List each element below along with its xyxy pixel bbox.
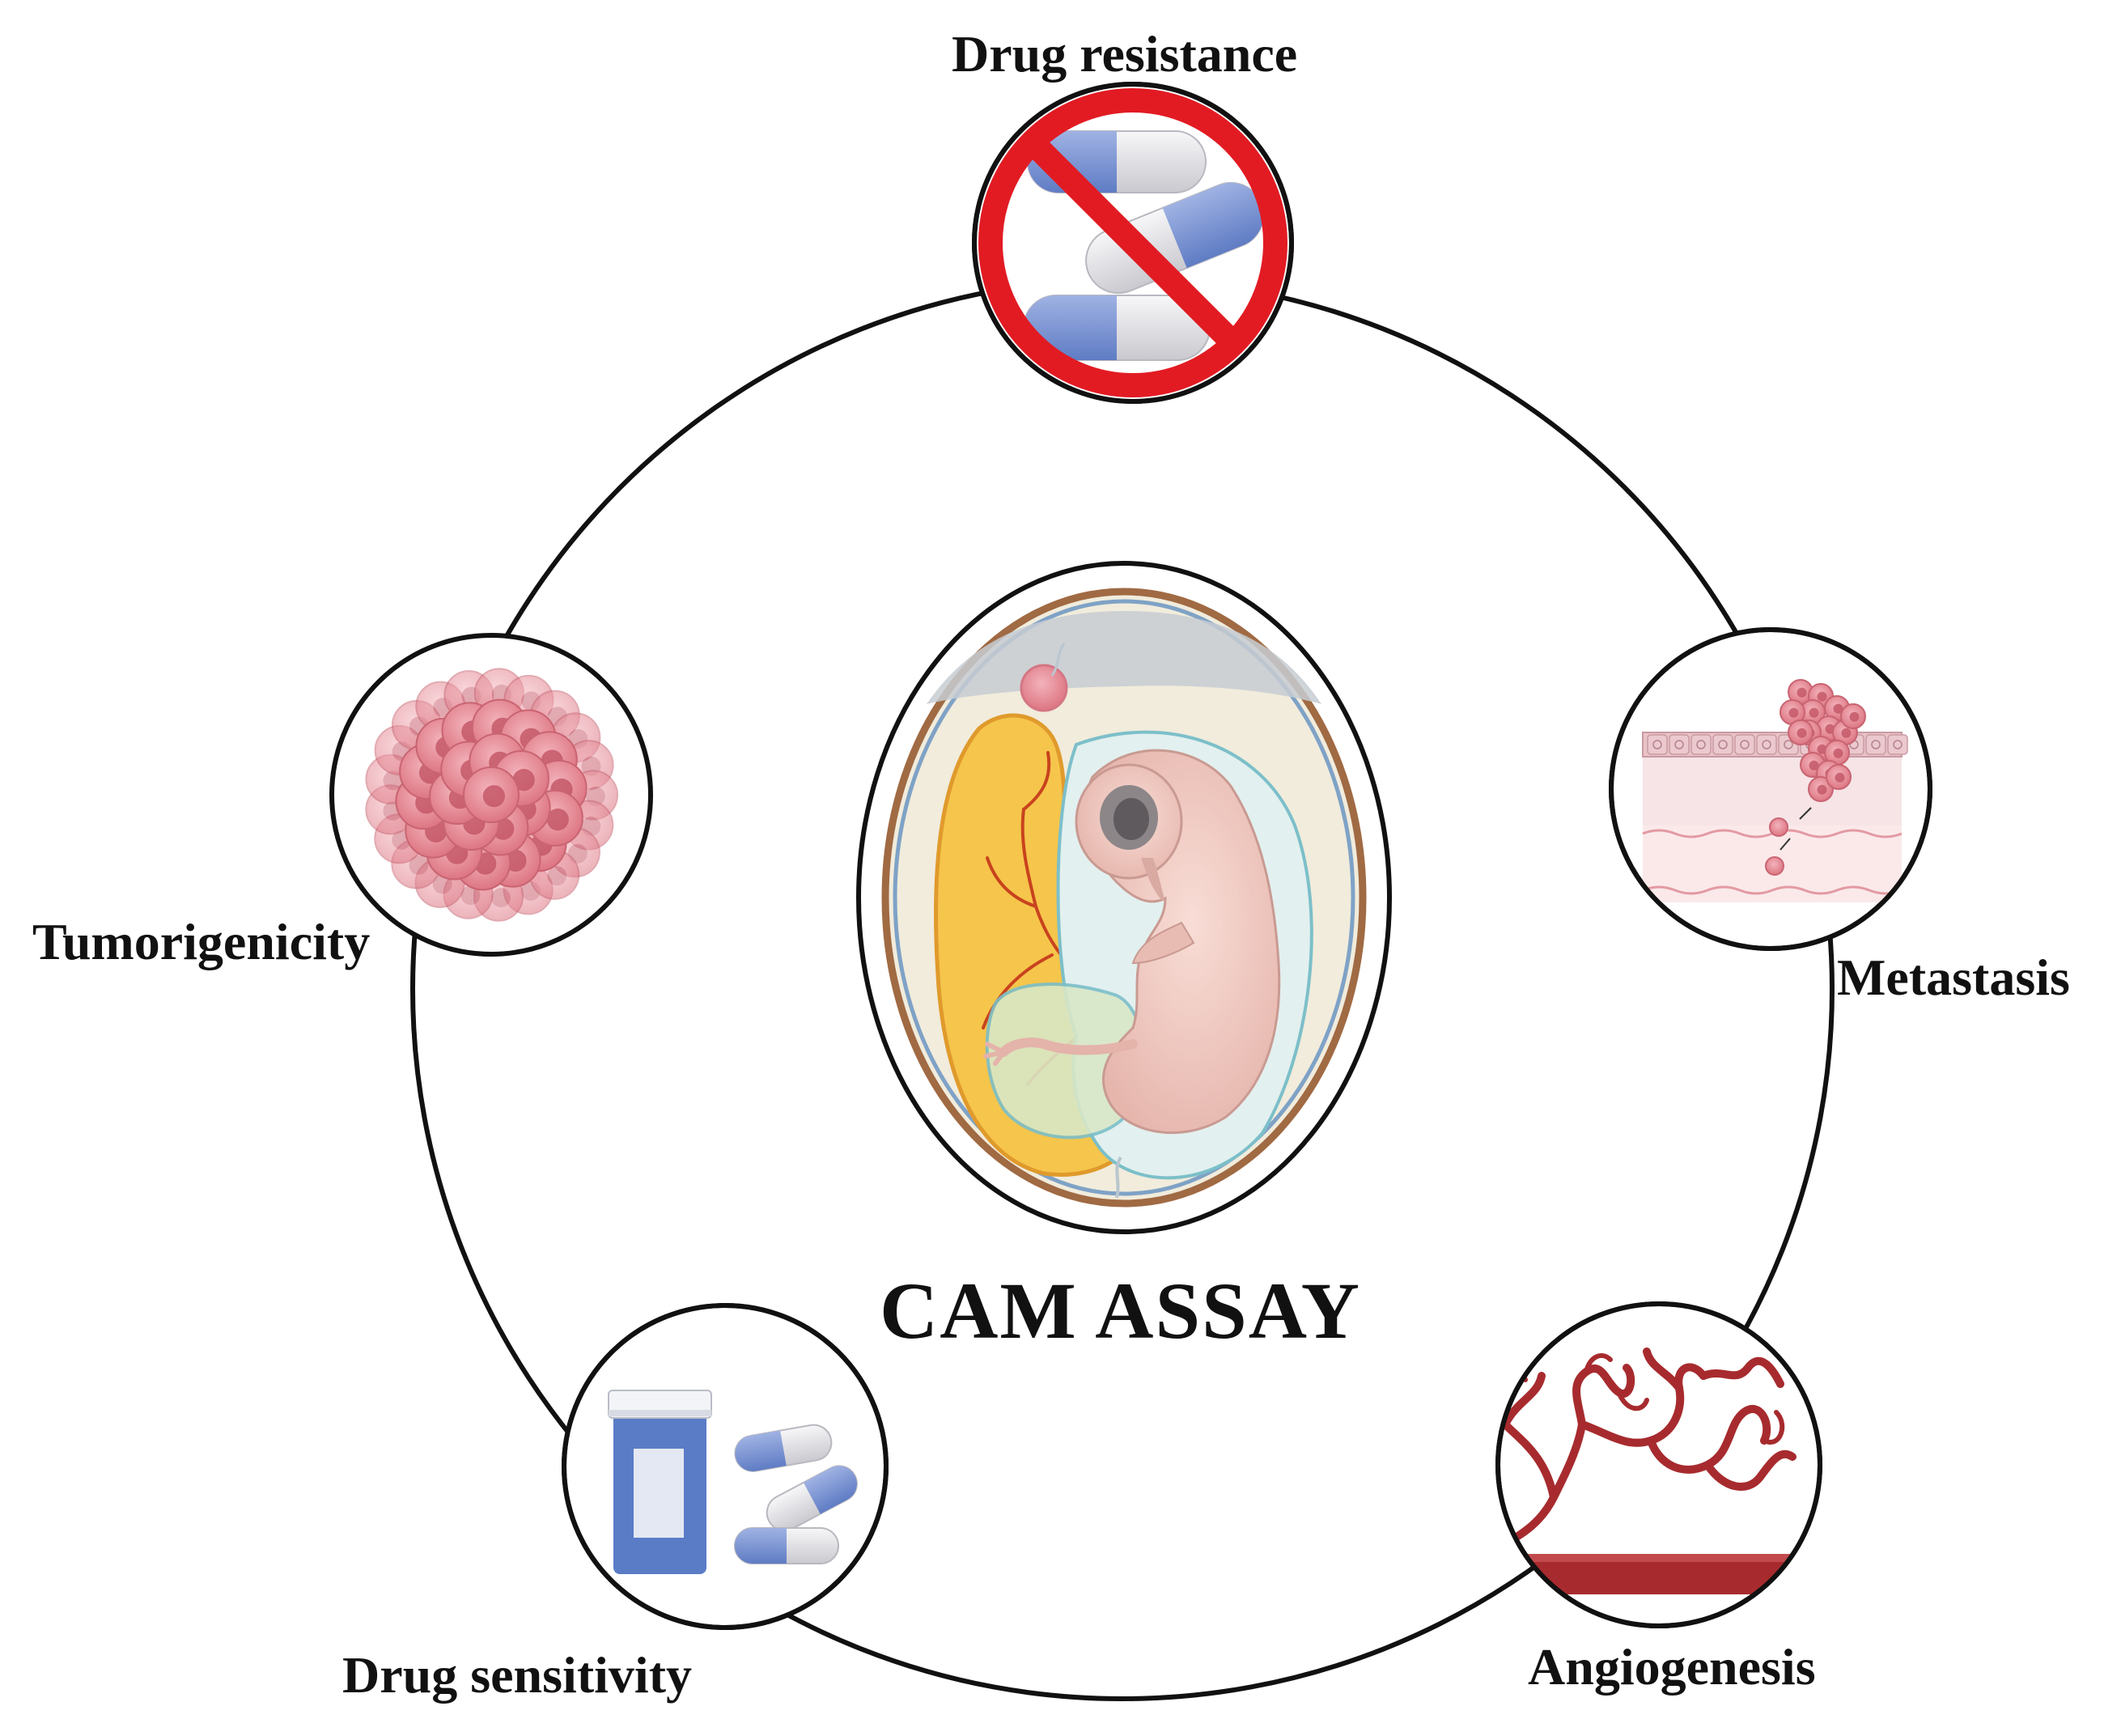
angiogenesis-node — [1495, 1301, 1822, 1628]
metastasis-label: Metastasis — [1837, 949, 2070, 1006]
metastasis-icon — [1642, 679, 1908, 902]
tumorigenicity-node — [329, 633, 653, 957]
drug-resistance-node — [972, 82, 1294, 404]
metastasis-node — [1609, 627, 1932, 951]
chicken-embryo-egg-icon — [856, 561, 1392, 1234]
drug-sensitivity-node — [562, 1303, 889, 1630]
pill-bottle-icon — [608, 1390, 858, 1574]
cam-assay-title: CAM ASSAY — [880, 1266, 1362, 1356]
drug-resistance-label: Drug resistance — [952, 25, 1298, 83]
tumorigenicity-label: Tumorigenicity — [32, 913, 371, 970]
prohibition-sign-icon — [978, 88, 1287, 397]
angiogenesis-label: Angiogenesis — [1528, 1638, 1816, 1696]
tumor-cells-icon — [365, 668, 618, 922]
drug-sensitivity-label: Drug sensitivity — [342, 1646, 692, 1704]
